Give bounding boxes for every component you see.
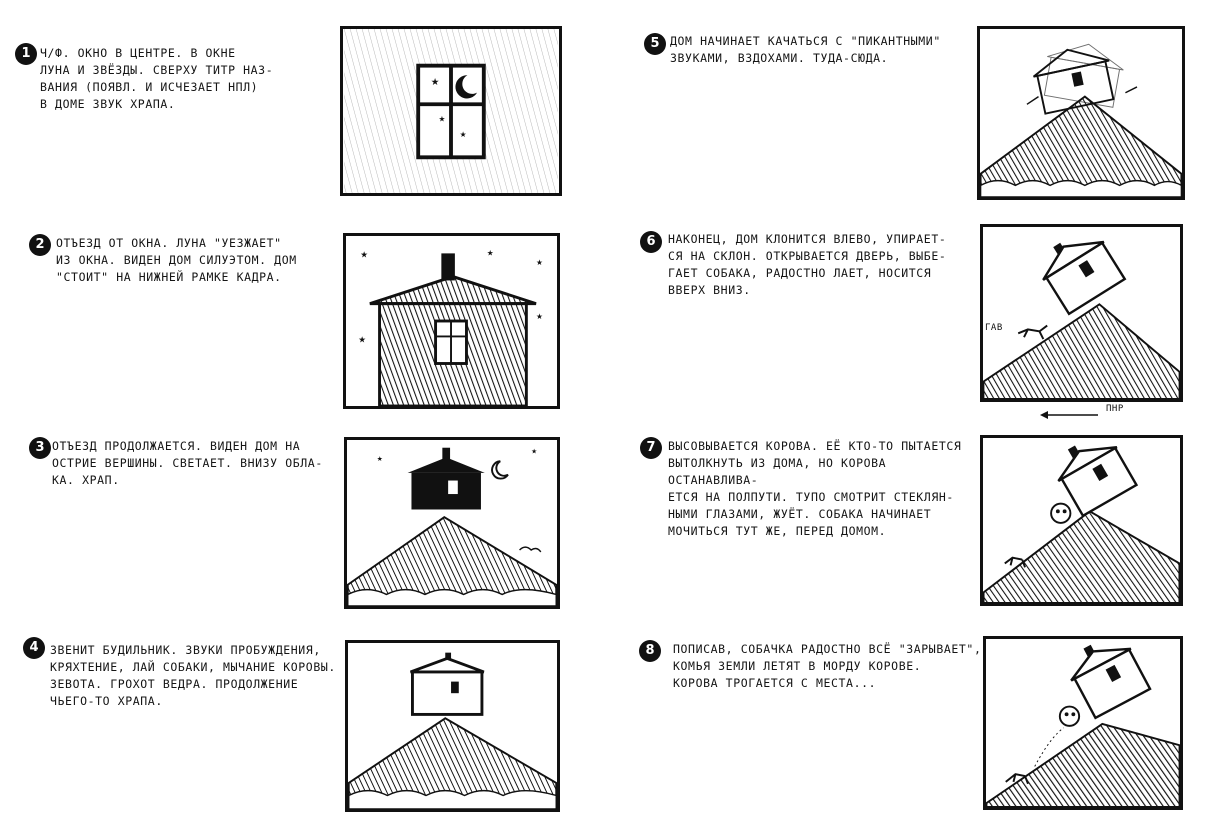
- panel-1-frame: ★ ★ ★: [340, 26, 562, 196]
- panel-caption: Наконец, дом клонится влево, упирает- ся…: [668, 232, 947, 297]
- svg-text:★: ★: [358, 335, 366, 345]
- panel-number: 5: [644, 33, 666, 55]
- svg-text:★: ★: [438, 115, 445, 124]
- panel-caption: Ч/Ф. Окно в центре. В окне луна и звёзды…: [40, 46, 274, 111]
- panel-number: 4: [23, 637, 45, 659]
- svg-text:★: ★: [487, 248, 494, 257]
- svg-text:★: ★: [536, 258, 543, 267]
- panel-8-drawing: [986, 644, 1180, 807]
- panel-4-drawing: [348, 652, 557, 809]
- panel-caption: Дом начинает качаться с "пикантными" зву…: [670, 34, 941, 65]
- panel-number: 6: [640, 231, 662, 253]
- panel-7-frame: [980, 435, 1183, 606]
- pan-label: ПНР: [1106, 404, 1124, 414]
- panel-8-frame: [983, 636, 1183, 810]
- panel-3-frame: ★ ★: [344, 437, 560, 609]
- svg-text:★: ★: [536, 312, 543, 321]
- panel-6-frame: [980, 224, 1183, 402]
- panel-caption: Пописав, собачка радостно всё "зарывает"…: [673, 642, 982, 690]
- svg-text:★: ★: [460, 130, 467, 139]
- panel-caption: Отъезд от окна. Луна "уезжает" из окна. …: [56, 236, 297, 284]
- panel-2-frame: ★ ★ ★ ★ ★: [343, 233, 560, 409]
- panel-3-drawing: ★ ★: [347, 448, 557, 606]
- panel-number: 3: [29, 437, 51, 459]
- pan-arrow: [1040, 405, 1098, 419]
- panel-2-drawing: ★ ★ ★ ★ ★: [358, 248, 543, 406]
- panel-5-frame: [977, 26, 1185, 200]
- svg-text:★: ★: [360, 250, 368, 260]
- sound-effect-label: ГАВ: [985, 323, 1003, 333]
- svg-text:★: ★: [377, 455, 383, 463]
- panel-6-drawing: [983, 240, 1180, 399]
- panel-5-drawing: [980, 43, 1182, 197]
- svg-text:★: ★: [531, 448, 537, 456]
- panel-4-frame: [345, 640, 560, 812]
- panel-caption: Высовывается корова. Её кто-то пытается …: [668, 439, 962, 538]
- panel-number: 8: [639, 640, 661, 662]
- panel-caption: Отъезд продолжается. Виден дом на острие…: [52, 439, 323, 487]
- panel-7-drawing: [983, 445, 1180, 603]
- panel-number: 7: [640, 437, 662, 459]
- svg-text:★: ★: [431, 77, 440, 88]
- panel-number: 2: [29, 234, 51, 256]
- panel-number: 1: [15, 43, 37, 65]
- panel-1-drawing: ★ ★ ★: [343, 29, 559, 193]
- panel-caption: Звенит будильник. Звуки пробуждения, кря…: [50, 643, 336, 708]
